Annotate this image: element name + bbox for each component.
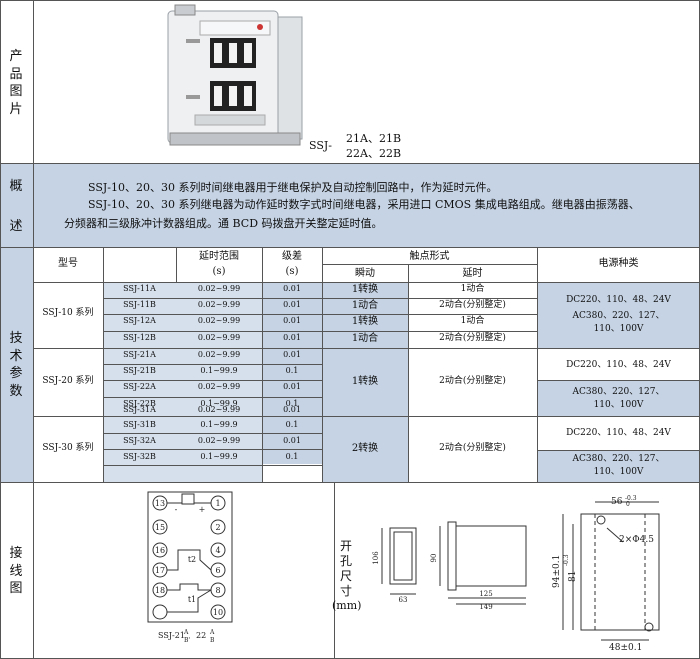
cutout-unit: (mm) [332,599,362,612]
dim-149: 149 [479,603,492,610]
section-tech-label: 技术参数 [9,331,23,399]
svg-text:8: 8 [215,586,220,595]
product-model-line1: 21A、21B [346,132,402,145]
svg-text:2: 2 [215,523,220,532]
ssj10-instant-3: 1转换 [351,316,379,327]
svg-text:-: - [175,505,178,514]
svg-text:18: 18 [155,586,165,595]
header-power: 电源种类 [598,258,639,269]
svg-text:t2: t2 [188,555,196,564]
series-ssj20: SSJ-20 系列 [42,376,94,386]
cutout-label-4: 寸 [339,584,352,598]
header-model: 型号 [58,258,78,269]
panel-cutout-drawing: 56 -0.3 0 2×Φ4.5 94±0.1 81 -0.3 48±0.1 [552,495,660,652]
outline-drawing: 63 125 149 106 90 [372,521,527,610]
dim-125: 125 [479,590,492,598]
cutout-label-3: 尺 [339,569,352,583]
product-photo [167,4,303,146]
svg-text:10: 10 [213,608,223,617]
svg-text:t1: t1 [188,595,196,604]
header-instant: 瞬动 [355,268,375,279]
ssj10-instant-2: 1动合 [351,300,379,311]
ssj10-delay-3: 1动合 [460,316,485,326]
overview-band [0,163,700,247]
svg-text:17: 17 [155,566,165,575]
power-ssj10-ac-1: AC380、220、127、 [572,311,665,321]
power-ssj20-ac-2: 110、100V [593,400,644,410]
svg-text:4: 4 [215,546,220,555]
ssj10-instant-1: 1转换 [351,284,379,295]
series-ssj10: SSJ-10 系列 [42,308,94,318]
ssj10-delay-1: 1动合 [460,284,485,294]
power-ssj10-ac-2: 110、100V [593,324,644,334]
dim-94: 94±0.1 [552,555,562,588]
dim-81: 81 [568,571,578,582]
overview-line-1: SSJ-10、20、30 系列时间继电器用于继电保护及自动控制回路中，作为延时元… [88,181,498,194]
series-ssj30: SSJ-30 系列 [42,443,94,453]
svg-text:22: 22 [196,631,206,640]
header-step: 级差 [282,251,302,262]
svg-text:A: A [209,629,215,636]
header-range: 延时范围 [199,251,239,262]
header-contact: 触点形式 [409,251,450,262]
cutout-label-2: 孔 [339,554,352,568]
power-ssj30-dc: DC220、110、48、24V [566,428,671,438]
header-delay: 延时 [462,268,483,279]
power-ssj30-ac-2: 110、100V [593,467,644,477]
svg-text:6: 6 [215,566,220,575]
dim-106: 106 [372,551,380,565]
section-wiring-label: 接线图 [9,546,23,597]
dim-56-tol: -0.3 [625,495,637,502]
ssj30-delay: 2动合(分别整定) [439,443,506,453]
ssj30-instant: 2转换 [351,443,379,454]
header-range-unit: (s) [212,266,226,277]
ssj20-instant: 1转换 [351,376,379,387]
dim-63: 63 [399,596,408,604]
svg-text:+: + [199,505,206,514]
section-overview-label-1: 概 [9,179,23,194]
cutout-label-1: 开 [339,539,352,553]
power-ssj10-dc: DC220、110、48、24V [566,295,671,305]
product-model-prefix: SSJ- [309,139,333,152]
svg-text:B: B [210,637,215,644]
power-ssj20-ac-1: AC380、220、127、 [572,387,665,397]
svg-text:13: 13 [155,499,165,508]
ssj10-delay-2: 2动合(分别整定) [439,300,506,310]
power-ssj30-ac-1: AC380、220、127、 [572,454,665,464]
svg-text:A: A [183,629,189,636]
product-model-line2: 22A、22B [346,147,402,160]
dim-48: 48±0.1 [609,643,642,652]
section-overview-label-2: 述 [9,219,23,234]
svg-text:B': B' [184,637,190,644]
overview-line-3: 分频器和三级脉冲计数器组成。通 BCD 码拨盘开关整定延时值。 [64,217,383,230]
overview-line-2: SSJ-10、20、30 系列继电器为动作延时数字式时间继电器，采用进口 CMO… [88,198,640,211]
power-ssj20-dc: DC220、110、48、24V [566,360,671,370]
dim-56-tol0: 0 [626,501,630,508]
dim-hole: 2×Φ4.5 [619,535,654,545]
header-step-unit: (s) [285,266,299,277]
dim-90: 90 [430,554,438,563]
ssj10-delay-4: 2动合(分别整定) [439,333,506,343]
ssj20-delay: 2动合(分别整定) [439,376,506,386]
dim-81-tol: -0.3 [563,554,570,566]
svg-text:15: 15 [155,523,165,532]
svg-text:SSJ-21: SSJ-21 [158,631,185,640]
dim-56: 56 [611,497,623,507]
svg-text:16: 16 [155,546,165,555]
ssj10-instant-4: 1动合 [351,333,379,344]
svg-text:1: 1 [215,499,220,508]
section-image-label: 产品图片 [9,49,23,117]
